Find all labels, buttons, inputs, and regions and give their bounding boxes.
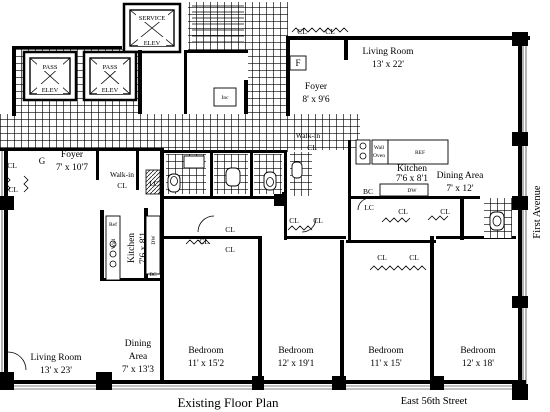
- wall-oven-label: Wall: [374, 145, 385, 151]
- kitchen-e-dim: 7'6 x 8'1: [396, 174, 428, 184]
- closet-label: CL: [297, 27, 307, 36]
- closet-label: CL: [398, 207, 408, 216]
- kitchen-w-dim: 7'6 x 8'1: [139, 232, 149, 264]
- closet-label: CL: [377, 253, 387, 262]
- walk-in-label: Walk-In: [296, 131, 321, 140]
- foyer-w-dim: 7' x 10'7: [56, 163, 88, 173]
- dining-e-name: Dining Area: [437, 171, 484, 181]
- closet-label: CL: [8, 185, 18, 194]
- dining-e-dim: 7' x 12': [446, 184, 473, 194]
- service-elevator: SERVICE ELEV: [122, 2, 182, 54]
- east-street-label: First Avenue: [532, 185, 543, 239]
- f-label: F: [295, 58, 300, 68]
- passenger-elevator-1: PASS ELEV: [22, 50, 78, 102]
- dining-w-name-2: Area: [129, 352, 148, 362]
- bedroom-1-dim: 11' x 15'2: [188, 359, 225, 369]
- closet-label: CL: [313, 216, 323, 225]
- bedroom-3-name: Bedroom: [368, 346, 404, 356]
- passenger-elevator-2-label: PASS: [103, 64, 118, 71]
- service-elevator-label-2: ELEV: [144, 40, 161, 47]
- closet-label: CL: [117, 181, 127, 190]
- passenger-elevator-2-label-2: ELEV: [102, 87, 119, 94]
- broom-closet-label: BC: [149, 272, 157, 278]
- bedroom-3-dim: 11' x 15': [370, 359, 402, 369]
- living-room-ne-dim: 13' x 22': [372, 60, 404, 70]
- closet-label: CL: [440, 207, 450, 216]
- living-room-sw-name: Living Room: [31, 353, 83, 363]
- fixture-labels: CL CL CL CL CL CL CL CL CL CL CL CL CL C…: [7, 27, 450, 278]
- bedroom-4-dim: 12' x 18': [462, 359, 494, 369]
- oven-label: Oven: [373, 153, 385, 159]
- passenger-elevator-1-label-2: ELEV: [42, 87, 59, 94]
- dw-label-e: DW: [407, 188, 417, 194]
- kitchen-e-name: Kitchen: [397, 164, 427, 174]
- closet-label: CL: [199, 237, 209, 246]
- closet-label: CL: [7, 161, 17, 170]
- closet-label: CL: [225, 245, 235, 254]
- ref-caps-label: REF: [415, 150, 425, 156]
- passenger-elevator-2: PASS ELEV: [82, 50, 138, 102]
- south-street-label: East 56th Street: [401, 396, 468, 407]
- closet-label: CL: [325, 27, 335, 36]
- dw-label: DW: [151, 235, 157, 245]
- wall-label: Wall: [111, 238, 117, 249]
- fixtures: [5, 5, 512, 371]
- linen-closet-label: LC: [149, 179, 159, 188]
- service-elevator-label: SERVICE: [139, 15, 166, 22]
- closet-label: CL: [409, 253, 419, 262]
- broom-closet-label: BC: [363, 187, 373, 196]
- dining-w-dim: 7' x 13'3: [122, 365, 154, 375]
- ref-label: Ref: [109, 221, 117, 228]
- bedroom-4-name: Bedroom: [460, 346, 496, 356]
- bedroom-2-dim: 12' x 19'1: [278, 359, 315, 369]
- passenger-elevator-1-label: PASS: [43, 64, 58, 71]
- walk-in-label-w: Walk-in: [110, 170, 134, 179]
- foyer-w-name: Foyer: [61, 150, 84, 160]
- bedroom-1-name: Bedroom: [188, 346, 224, 356]
- living-room-ne-name: Living Room: [363, 47, 415, 57]
- g-label: G: [39, 156, 46, 166]
- diagram-title: Existing Floor Plan: [177, 395, 279, 410]
- walls: [0, 32, 530, 400]
- incinerator-label: Inc: [221, 95, 229, 101]
- closet-label: CL: [225, 225, 235, 234]
- dining-w-name: Dining: [125, 339, 152, 349]
- foyer-n-dim: 8' x 9'6: [302, 95, 329, 105]
- living-room-sw-dim: 13' x 23': [40, 366, 72, 376]
- foyer-n-name: Foyer: [305, 82, 328, 92]
- closet-label: CL: [289, 216, 299, 225]
- bedroom-2-name: Bedroom: [278, 346, 314, 356]
- linen-closet-label: LC: [364, 203, 374, 212]
- kitchen-w-name: Kitchen: [127, 233, 137, 263]
- room-labels: Living Room 13' x 22' Foyer 8' x 9'6 Foy…: [31, 47, 497, 376]
- closet-label: CL: [307, 143, 317, 152]
